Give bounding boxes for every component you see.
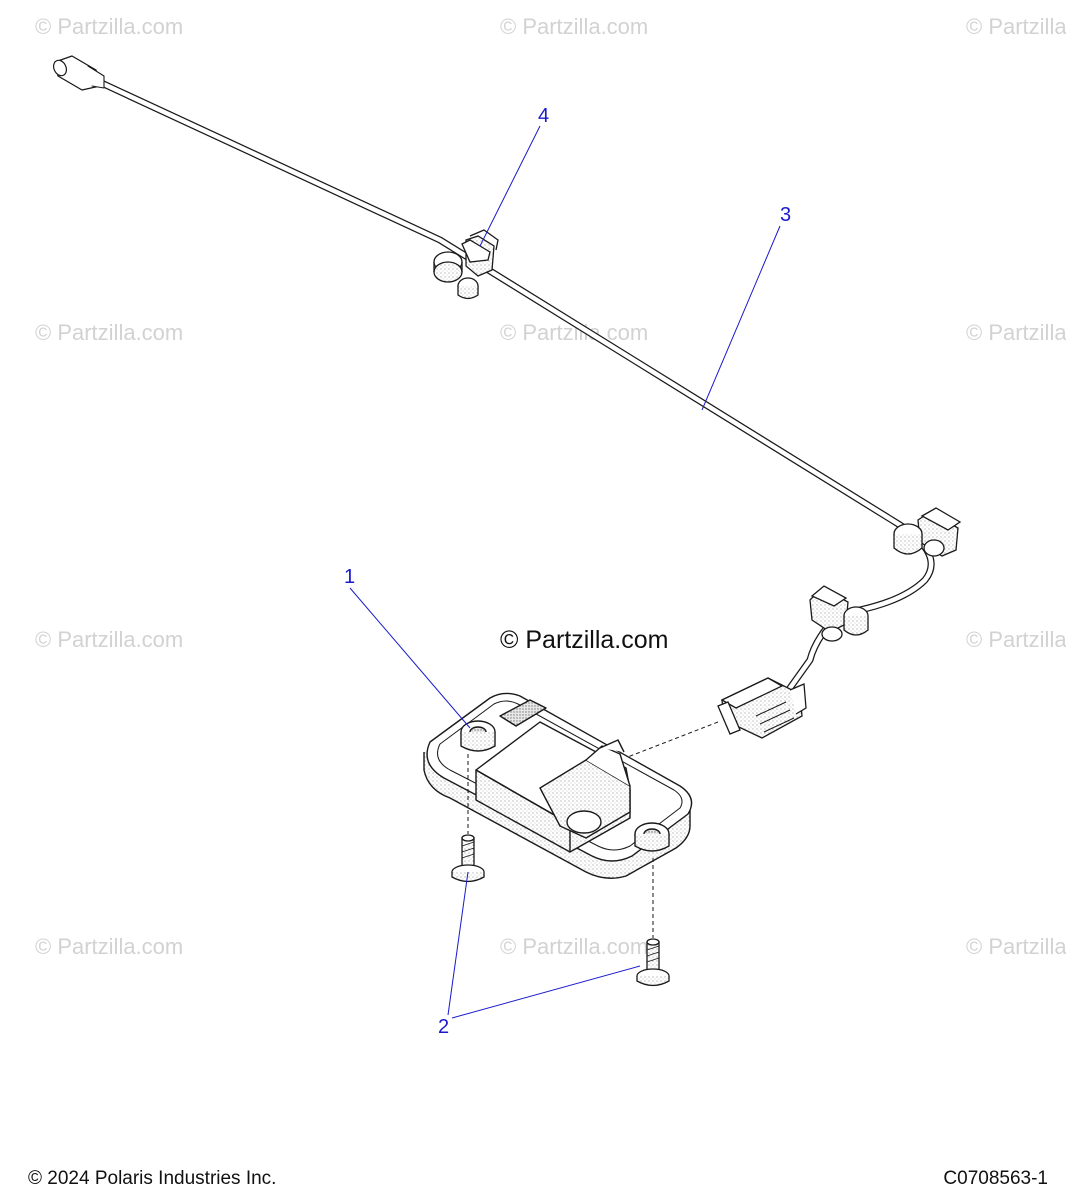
leader-line-part-2 xyxy=(447,871,469,1016)
watermark: © Partzilla.com xyxy=(966,934,1066,959)
harness-end-connector xyxy=(52,55,105,91)
wire-harness xyxy=(52,55,935,692)
screw xyxy=(451,834,485,883)
leader-line-part-1 xyxy=(349,587,471,729)
watermark: © Partzilla.com xyxy=(966,14,1066,39)
watermark: © Partzilla.com xyxy=(966,320,1066,345)
leader-line-part-4 xyxy=(479,125,541,247)
watermark: © Partzilla.com xyxy=(35,320,184,345)
leader-line-part-3 xyxy=(701,225,781,411)
copyright-notice: © 2024 Polaris Industries Inc. xyxy=(28,1168,277,1189)
sensor-module xyxy=(423,692,693,879)
watermark: © Partzilla.com xyxy=(35,14,184,39)
callout-part-2[interactable]: 2 xyxy=(438,1016,450,1038)
watermark: © Partzilla.com xyxy=(35,934,184,959)
diagram-code: C0708563-1 xyxy=(943,1168,1048,1189)
center-watermark: © Partzilla.com xyxy=(500,626,669,654)
callout-part-4[interactable]: 4 xyxy=(538,105,550,127)
leader-line-part-2 xyxy=(451,965,641,1019)
module-connector-plug xyxy=(717,677,807,739)
alignment-dash-line xyxy=(619,721,719,761)
callout-part-1[interactable]: 1 xyxy=(344,566,356,588)
watermark: © Partzilla.com xyxy=(966,627,1066,652)
harness-clip xyxy=(893,507,962,557)
harness-clip xyxy=(809,585,869,642)
watermark: © Partzilla.com xyxy=(500,934,649,959)
watermark: © Partzilla.com xyxy=(35,627,184,652)
watermark: © Partzilla.com xyxy=(500,14,649,39)
callout-part-3[interactable]: 3 xyxy=(780,204,792,226)
harness-clip xyxy=(433,229,499,300)
screw xyxy=(636,938,670,987)
